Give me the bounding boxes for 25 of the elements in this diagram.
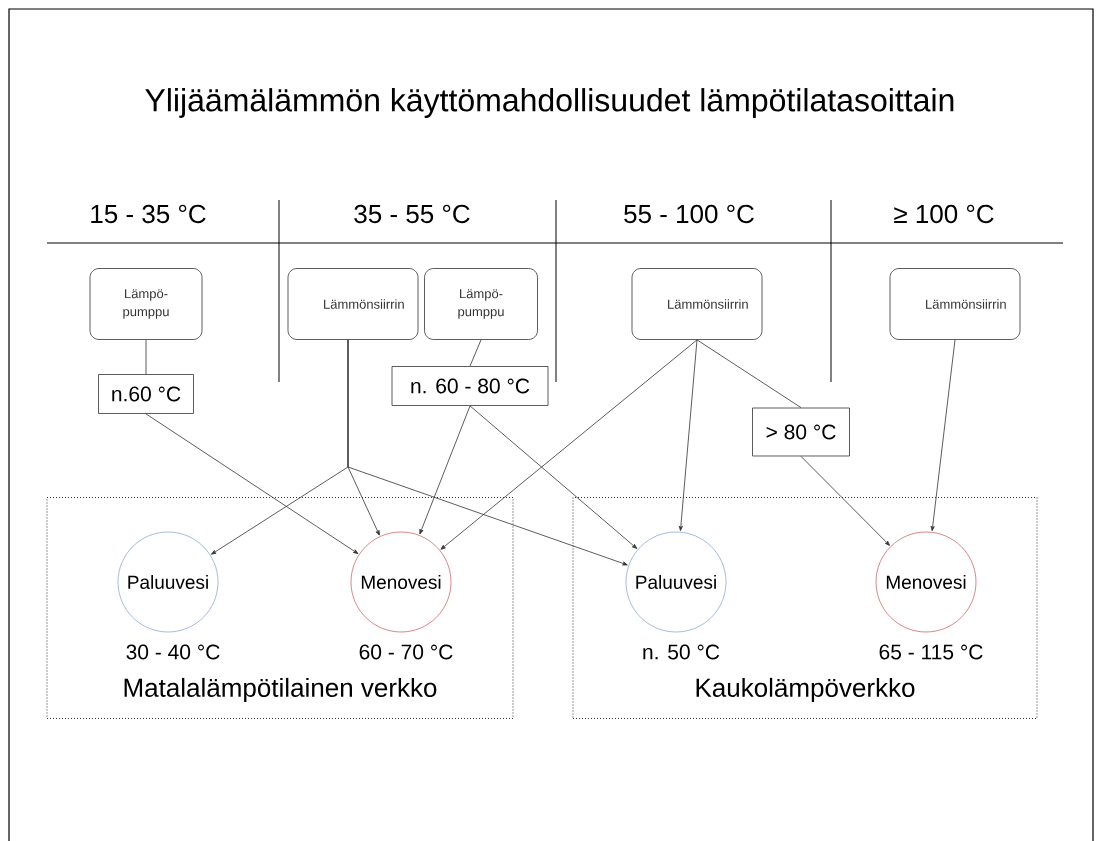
temperature-box: > 80 °C [752, 407, 850, 457]
temperature-box: n. 60 - 80 °C [391, 366, 549, 406]
arrow [678, 339, 698, 531]
component-box: Lämmönsiirrin [889, 268, 1021, 340]
temperature-box: n.60 °C [98, 374, 194, 414]
arrow [800, 456, 890, 546]
temperature-range-label: 35 - 55 °C [354, 204, 470, 224]
component-box: Lämmönsiirrin [287, 268, 419, 340]
temperature-label: 30 - 40 °C [126, 644, 220, 660]
arrow [469, 405, 638, 549]
temperature-range-label: 15 - 35 °C [91, 204, 206, 224]
title: Ylijäämälämmön käyttömahdollisuudet lämpötilatasoittain [145, 88, 954, 118]
arrow [347, 339, 628, 566]
arrow [930, 339, 956, 532]
arrow [145, 413, 359, 554]
arrow [440, 339, 698, 550]
temperature-range-label: 55 - 100 °C [624, 204, 754, 224]
temperature-label: 65 - 115 °C [879, 644, 983, 660]
component-box: Lämpö- pumppu [89, 268, 203, 340]
component-box: Lämpö- pumppu [424, 268, 538, 340]
arrow [419, 405, 471, 535]
temperature-label: 60 - 70 °C [359, 644, 453, 660]
component-box: Lämmönsiirrin [631, 268, 763, 340]
temperature-label: n. 50 °C [643, 644, 720, 660]
temperature-range-label: ≥ 100 °C [894, 204, 994, 224]
